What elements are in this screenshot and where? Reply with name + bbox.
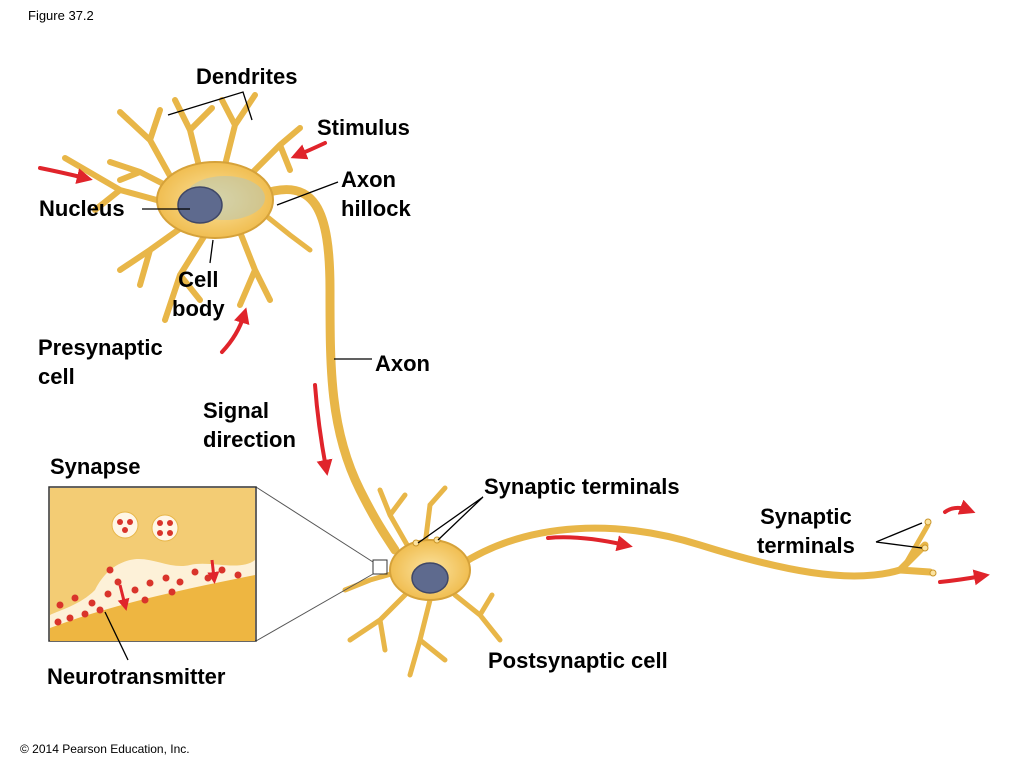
label-postsynaptic-cell: Postsynaptic cell [488, 648, 668, 673]
label-signal-direction: Signal direction [203, 396, 296, 454]
label-nucleus: Nucleus [39, 196, 125, 221]
copyright: © 2014 Pearson Education, Inc. [20, 742, 190, 756]
label-presynaptic-line2: cell [38, 364, 75, 389]
label-terminals-right-line1: Synaptic [760, 504, 852, 529]
postsynaptic-dendrites [342, 485, 503, 678]
label-signal-line1: Signal [203, 398, 270, 423]
label-axon-hillock: Axon hillock [341, 165, 411, 223]
label-neurotransmitter: Neurotransmitter [47, 664, 226, 689]
figure-label: Figure 37.2 [28, 8, 94, 23]
label-presynaptic-cell: Presynaptic cell [38, 333, 163, 391]
label-synapse: Synapse [50, 454, 141, 479]
label-presynaptic-line1: Presynaptic [38, 335, 163, 360]
label-dendrites: Dendrites [196, 64, 298, 89]
label-synaptic-terminals-mid: Synaptic terminals [484, 474, 680, 499]
leader-lines [142, 91, 923, 549]
label-synaptic-terminals-right: Synaptic terminals [757, 502, 855, 560]
label-terminals-right-line2: terminals [757, 533, 855, 558]
postsynaptic-nucleus [411, 562, 449, 594]
label-cell-body-line1: Cell [178, 267, 219, 292]
synapse-marker-box [372, 559, 388, 575]
label-axon: Axon [375, 351, 430, 376]
axon [255, 185, 400, 555]
label-stimulus: Stimulus [317, 115, 410, 140]
label-axon-hillock-line1: Axon [341, 167, 396, 192]
signal-arrows [38, 141, 990, 586]
synapse-inset-content [50, 488, 255, 641]
postsynaptic-axon [456, 524, 934, 580]
label-cell-body-line2: body [172, 296, 225, 321]
label-signal-line2: direction [203, 427, 296, 452]
label-axon-hillock-line2: hillock [341, 196, 411, 221]
label-cell-body: Cell body [172, 265, 225, 323]
presynaptic-nucleus [177, 186, 223, 224]
